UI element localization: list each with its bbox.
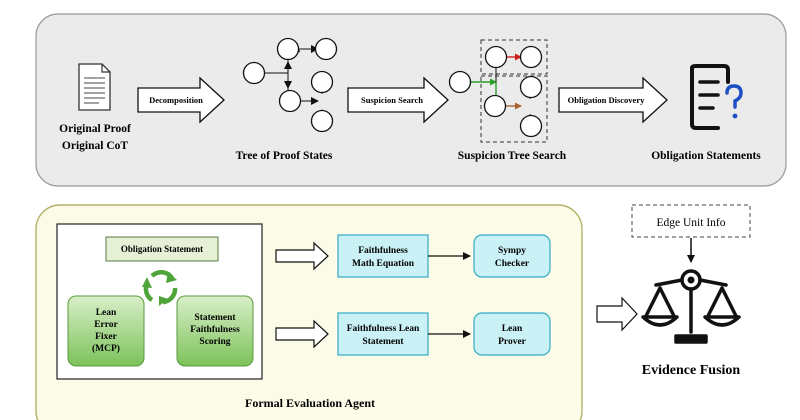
document-icon: [78, 63, 111, 111]
faithfulness-math-equation-box: [337, 234, 429, 278]
math-equation-line-2: Math Equation: [352, 259, 415, 269]
decomposition-arrow: Decomposition: [137, 76, 225, 124]
lean-prover-line-1: Lean: [502, 324, 523, 334]
lean-prover-line-2: Prover: [498, 337, 527, 347]
cycle-arrowheads: [142, 272, 177, 306]
obligation-statement-label: Obligation Statement: [121, 244, 203, 254]
faithfulness-lean-statement-box: [337, 312, 429, 356]
to-fusion-arrow: [596, 296, 638, 332]
edge-unit-info-box: [631, 204, 751, 238]
lean-fixer-line-3: Fixer: [95, 332, 117, 342]
checklist-question-icon: [690, 64, 743, 130]
lean-statement-line-2: Statement: [362, 337, 404, 347]
to-math-equation-arrow: [275, 241, 329, 271]
suspicion-search-arrow: Suspicion Search: [347, 76, 449, 124]
tree-caption: Tree of Proof States: [236, 150, 333, 162]
math-equation-line-1: Faithfulness: [358, 246, 408, 256]
to-lean-statement-arrow: [275, 319, 329, 349]
sympy-line-1: Sympy: [498, 246, 526, 256]
faithfulness-scoring-node: [176, 295, 254, 367]
decomposition-label: Decomposition: [149, 95, 203, 105]
lean-fixer-line-4: (MCP): [92, 343, 120, 354]
agent-panel-title: Formal Evaluation Agent: [245, 396, 375, 410]
scoring-line-2: Faithfulness: [190, 325, 240, 335]
obligation-statement-box: [105, 236, 219, 262]
scoring-line-3: Scoring: [199, 337, 230, 347]
balance-scale-icon: [641, 269, 741, 344]
edge-unit-info-label: Edge Unit Info: [657, 217, 726, 229]
original-cot-label: Original CoT: [62, 140, 128, 152]
suspicion-tree: [448, 39, 548, 143]
scoring-line-1: Statement: [194, 313, 236, 323]
lean-fixer-line-1: Lean: [96, 308, 117, 318]
proof-state-tree: [242, 37, 338, 133]
lean-statement-line-1: Faithfulness Lean: [347, 324, 420, 334]
obligation-discovery-arrow: Obligation Discovery: [558, 76, 668, 124]
original-proof-label: Original Proof: [59, 123, 131, 135]
sympy-checker-box: [473, 234, 551, 278]
suspicion-search-label: Suspicion Search: [361, 95, 423, 105]
lean-fixer-line-2: Error: [94, 320, 118, 330]
lean-error-fixer-node: [67, 295, 145, 367]
obligation-caption: Obligation Statements: [651, 150, 761, 162]
sympy-line-2: Checker: [495, 259, 530, 269]
suspicion-caption: Suspicion Tree Search: [458, 150, 567, 162]
lean-prover-box: [473, 312, 551, 356]
evidence-fusion-label: Evidence Fusion: [642, 363, 741, 378]
obligation-discovery-label: Obligation Discovery: [568, 95, 645, 105]
